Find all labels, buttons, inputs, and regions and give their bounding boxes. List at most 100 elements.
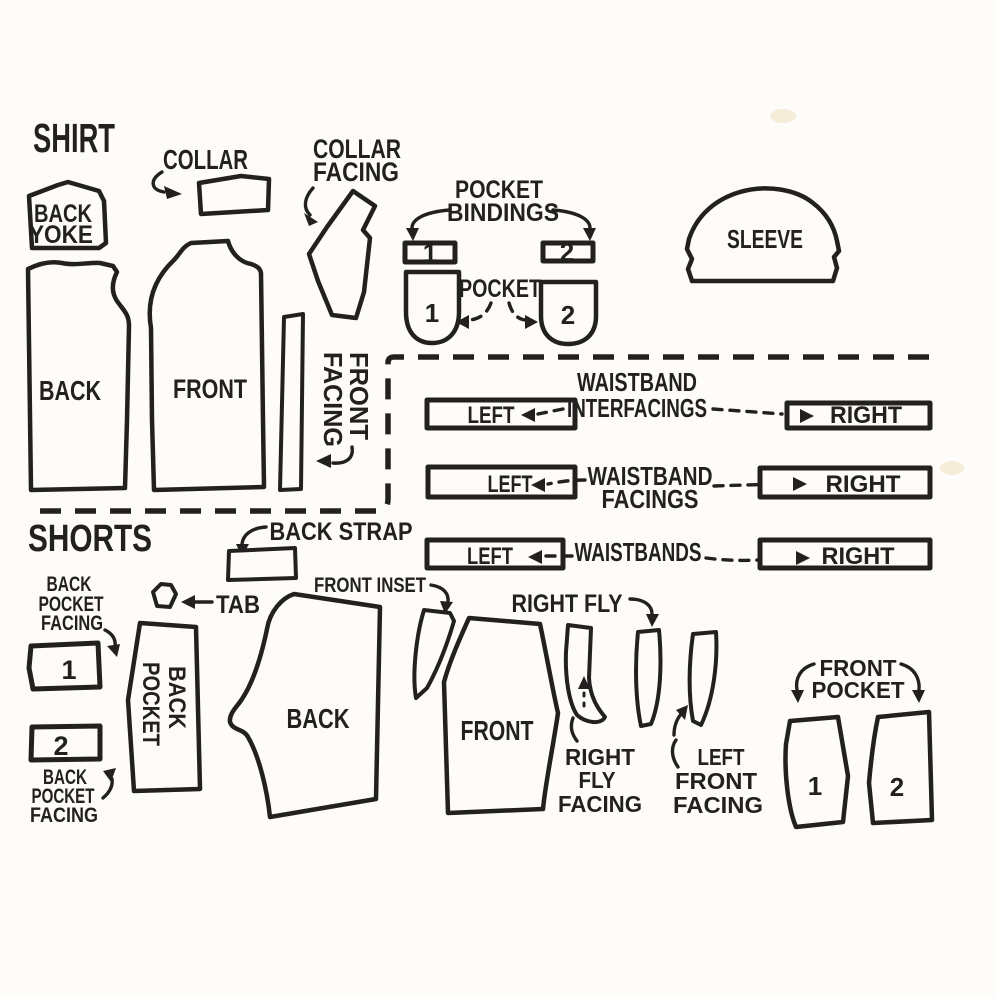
shorts-front-label: FRONT [461, 715, 534, 746]
collar-arrow [151, 170, 166, 194]
shirt-front-label: FRONT [173, 374, 247, 404]
back-pocket-facing-bottom-label: BACK [43, 766, 87, 789]
front-pocket-label: POCKET [812, 677, 905, 703]
back-pocket-facing-top-label: POCKET [39, 593, 104, 616]
waistbands-left-arrowhead-icon [528, 550, 542, 564]
front-pocket-label: FRONT [820, 655, 897, 681]
waistband-facing-left-label: LEFT [488, 471, 533, 498]
front-pocket-2-number: 2 [890, 772, 904, 802]
front-pocket-right-arrowhead-icon [912, 690, 925, 703]
pocket-binding-1-number: 1 [423, 238, 437, 268]
collar-facing-arrow [303, 186, 315, 217]
back-strap-label: BACK STRAP [270, 518, 413, 546]
tab-piece [151, 582, 178, 609]
waistbands-title: WAISTBANDS [575, 537, 702, 567]
shirt-back-yoke-label: BACK [34, 200, 92, 228]
left-front-facing-label: FRONT [675, 768, 757, 794]
collar-facing-piece [306, 188, 378, 321]
shorts-heading: SHORTS [28, 518, 152, 560]
collar-facing-label: FACING [313, 157, 399, 187]
section-divider-dashed-line [28, 354, 929, 514]
front-pocket-1-number: 1 [808, 771, 822, 801]
right-fly-facing-grain-arrowhead-icon [578, 676, 590, 689]
back-pocket-facing-bottom-arrowhead-icon [103, 768, 116, 782]
tab-arrowhead-icon [181, 595, 195, 609]
right-fly-piece [634, 628, 663, 728]
pocket-bindings-label: BINDINGS [447, 199, 559, 227]
shirt-front-facing-label-line1: FRONT [344, 352, 374, 440]
right-fly-arrow [628, 597, 654, 616]
pocket-2-number: 2 [561, 300, 575, 330]
pocket-binding-2-number: 2 [560, 237, 574, 267]
front-facing-arrowhead-icon [316, 454, 331, 468]
back-strap-piece [226, 546, 298, 582]
shirt-front-facing-label-line2: FACING [318, 352, 348, 447]
back-pocket-facing-top-arrowhead-icon [107, 644, 120, 657]
left-front-facing-arrow [672, 712, 683, 737]
shirt-front-facing-label: FRONT FACING [318, 352, 374, 447]
pocket-1-number: 1 [425, 298, 439, 328]
waistband-interfacings-left-leader [536, 407, 565, 416]
waistband-interfacings-left-arrowhead-icon [521, 408, 535, 422]
back-pocket-label-line2: POCKET [137, 662, 164, 746]
left-front-facing-piece [687, 630, 719, 727]
shorts-back-piece [227, 591, 383, 820]
back-pocket-facing-bottom-label: POCKET [32, 785, 95, 808]
shirt-back-yoke-label: YOKE [29, 221, 93, 249]
right-fly-facing-label: RIGHT [565, 744, 635, 770]
paper-stain [770, 109, 796, 123]
front-facing-arrow [331, 445, 354, 465]
waistband-interfacings-right-leader [711, 407, 784, 416]
sleeve-label: SLEEVE [727, 224, 803, 254]
pocket-left-arrowhead-icon [456, 315, 469, 329]
pocket-bindings-right-arrow [551, 208, 592, 230]
back-pocket-facing-bottom-arrow [101, 777, 114, 800]
pocket-2-piece [538, 279, 599, 347]
right-fly-facing-label: FACING [558, 791, 642, 817]
waistband-interfacings-right-arrowhead-icon [800, 409, 814, 423]
right-fly-arrowhead-icon [646, 614, 659, 627]
shirt-back-label: BACK [39, 375, 101, 406]
left-front-facing-arrowhead-icon [676, 705, 688, 720]
front-inset-label: FRONT INSET [314, 574, 426, 597]
front-inset-arrowhead-icon [440, 601, 453, 614]
front-pocket-right-arrow [899, 662, 921, 692]
front-pocket-2-piece [866, 709, 935, 826]
pocket-label: POCKET [459, 275, 541, 303]
collar-piece [196, 173, 272, 217]
right-fly-facing-piece [563, 623, 607, 724]
tab-label: TAB [216, 591, 260, 619]
right-fly-facing-leader [569, 716, 579, 743]
waistband-interfacings-title: INTERFACINGS [567, 393, 707, 423]
waistband-right-piece [757, 537, 933, 571]
pocket-bindings-label: POCKET [455, 176, 543, 204]
waistband-facings-title: FACINGS [602, 484, 699, 514]
pocket-left-arrow [468, 301, 493, 322]
shorts-front-piece [441, 615, 561, 816]
back-pocket-facing-2-piece [28, 723, 103, 763]
waistband-facings-title: WAISTBAND [588, 461, 713, 491]
pocket-right-arrow [507, 301, 527, 322]
back-pocket-facing-bottom-label: FACING [30, 804, 98, 827]
shirt-heading: SHIRT [33, 115, 115, 161]
waistband-right-label: RIGHT [822, 543, 895, 570]
front-pocket-left-arrowhead-icon [791, 690, 804, 703]
collar-label: COLLAR [163, 144, 248, 175]
shirt-front-facing-piece [278, 312, 305, 492]
back-pocket-facing-top-label: FACING [41, 612, 103, 635]
waistband-interfacing-left-piece [424, 397, 578, 431]
back-pocket-facing-2-number: 2 [53, 731, 68, 761]
paper-stain [940, 461, 964, 475]
front-pocket-1-piece [783, 714, 851, 830]
back-pocket-label: BACK POCKET [137, 662, 190, 746]
shirt-front-piece [147, 238, 267, 493]
pocket-1-piece [403, 269, 462, 346]
pocket-bindings-right-arrowhead-icon [583, 228, 596, 241]
front-inset-arrow [429, 583, 450, 604]
pocket-binding-1-piece [402, 240, 458, 265]
waistband-left-label: LEFT [467, 543, 513, 570]
back-pocket-piece [125, 620, 203, 794]
waistbands-right-arrowhead-icon [796, 551, 810, 565]
waistband-facing-right-label: RIGHT [826, 471, 901, 498]
